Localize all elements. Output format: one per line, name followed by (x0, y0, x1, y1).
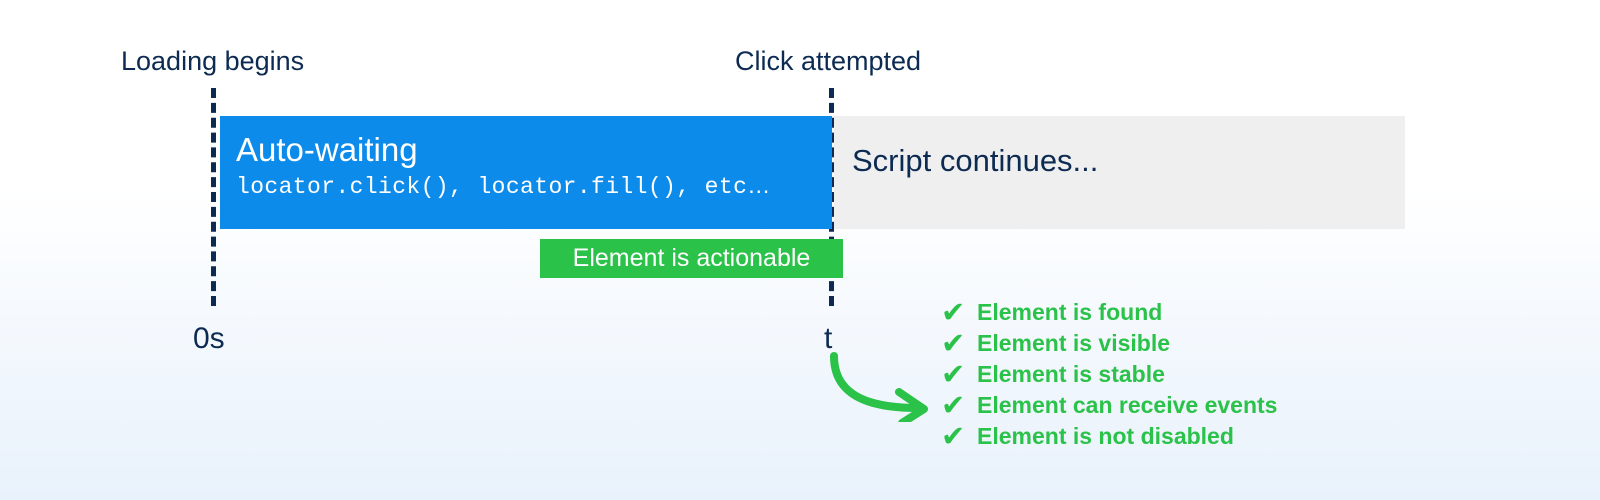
actionability-checklist: ✔ Element is found ✔ Element is visible … (941, 297, 1277, 452)
list-item-label: Element is stable (977, 361, 1165, 387)
auto-waiting-title: Auto-waiting (236, 131, 418, 168)
list-item-label: Element is visible (977, 330, 1171, 356)
check-mark-icon: ✔ (941, 357, 966, 391)
timeline-bar-auto-waiting: Auto-waiting locator.click(), locator.fi… (220, 116, 832, 229)
list-item-label: Element is found (977, 299, 1163, 325)
list-item-label: Element can receive events (977, 392, 1278, 418)
auto-waiting-code-ellipsis: … (747, 172, 771, 198)
status-badge-element-actionable: Element is actionable (540, 239, 843, 278)
marker-label-click-attempted: Click attempted (735, 46, 922, 76)
auto-waiting-code-text: locator.click(), locator.fill(), etc (236, 174, 748, 200)
list-item: ✔ Element is visible (941, 328, 1277, 359)
auto-waiting-code: locator.click(), locator.fill(), etc… (236, 170, 832, 202)
list-item: ✔ Element is found (941, 297, 1277, 328)
list-item: ✔ Element is not disabled (941, 421, 1277, 452)
list-item: ✔ Element is stable (941, 359, 1277, 390)
check-mark-icon: ✔ (941, 388, 966, 422)
list-item-label: Element is not disabled (977, 423, 1234, 449)
check-mark-icon: ✔ (941, 295, 966, 329)
guide-line-start (211, 88, 216, 306)
axis-tick-t: t (824, 322, 833, 355)
curved-arrow-icon (830, 352, 928, 422)
list-item: ✔ Element can receive events (941, 390, 1277, 421)
timeline-bar-script-continues: Script continues... (834, 116, 1405, 229)
marker-label-loading-begins: Loading begins (121, 46, 305, 76)
check-mark-icon: ✔ (941, 326, 966, 360)
script-continues-title: Script continues... (852, 143, 1099, 178)
axis-tick-zero: 0s (193, 322, 225, 355)
check-mark-icon: ✔ (941, 419, 966, 453)
